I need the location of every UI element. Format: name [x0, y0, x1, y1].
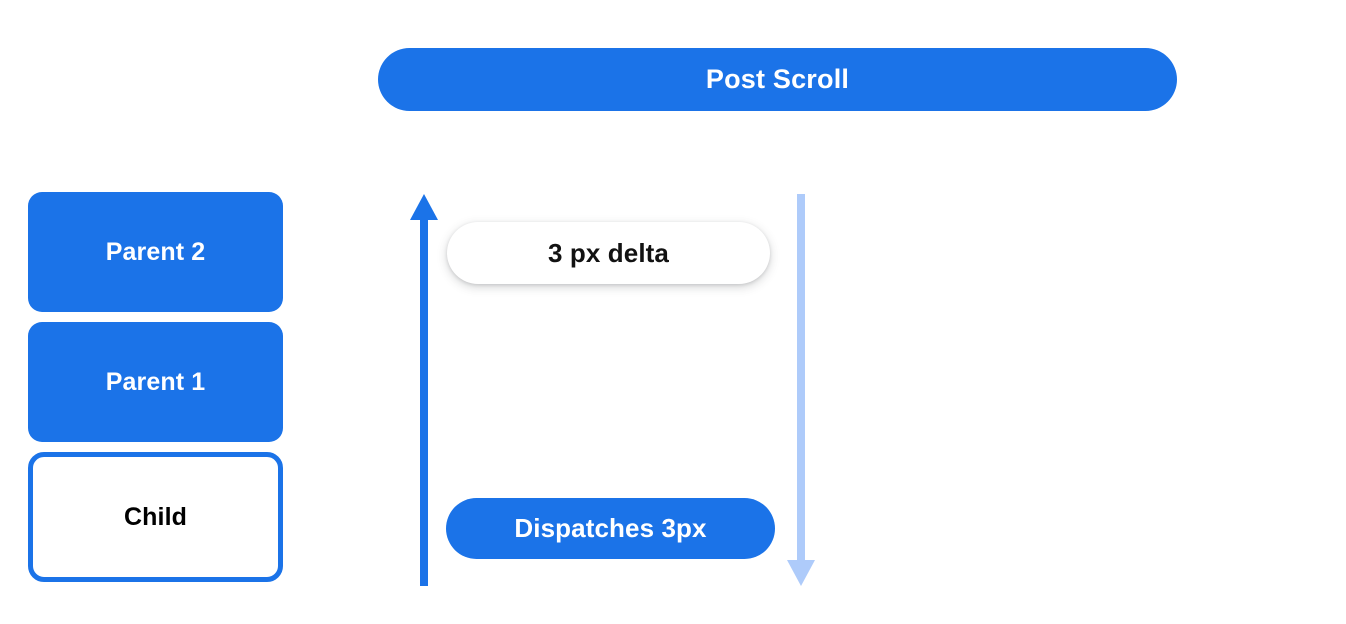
stack-box-parent-2-label: Parent 2	[105, 237, 206, 266]
arrow-up-icon	[409, 194, 439, 586]
post-scroll-header-label: Post Scroll	[705, 64, 850, 94]
dispatch-pill: Dispatches 3px	[446, 498, 775, 559]
stack-box-child-label: Child	[124, 502, 187, 531]
stack-box-parent-1-label: Parent 1	[105, 367, 206, 396]
stack-box-parent-1[interactable]: Parent 1	[28, 322, 283, 442]
stack-box-child[interactable]: Child	[28, 452, 283, 582]
post-scroll-header: Post Scroll	[378, 48, 1177, 111]
stack-box-parent-2[interactable]: Parent 2	[28, 192, 283, 312]
delta-pill-label: 3 px delta	[548, 237, 669, 268]
arrow-down-icon	[786, 194, 816, 586]
view-hierarchy-stack: Parent 2 Parent 1 Child	[28, 192, 283, 582]
delta-pill: 3 px delta	[447, 222, 770, 284]
dispatch-pill-label: Dispatches 3px	[514, 513, 707, 543]
